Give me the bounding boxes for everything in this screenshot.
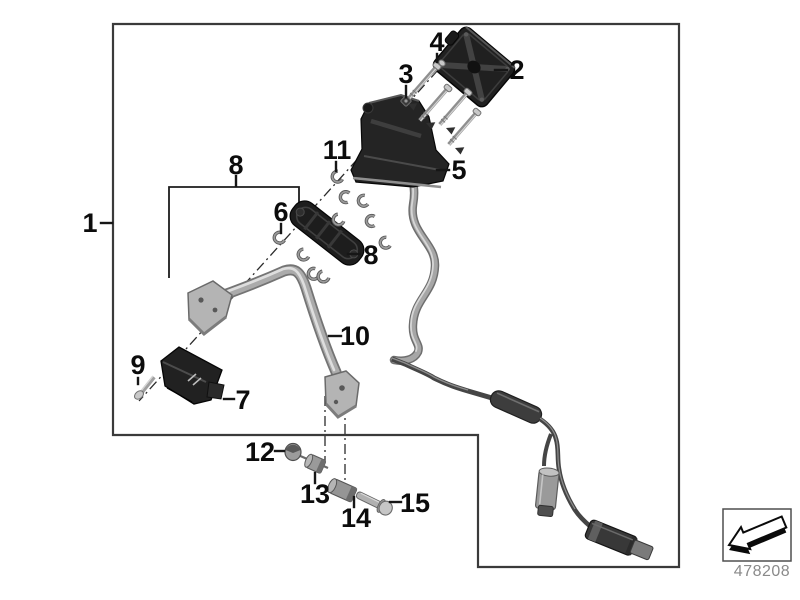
part-8-mounting-plate <box>289 200 365 266</box>
diagram-thumbnail <box>722 508 792 562</box>
callout-7[interactable]: 7 <box>235 385 250 415</box>
part-3-washer <box>400 95 412 107</box>
part-13-spacer <box>304 453 327 474</box>
callout-leaders <box>99 52 509 509</box>
callout-14[interactable]: 14 <box>341 503 371 533</box>
callout-8-plate[interactable]: 8 <box>363 240 378 270</box>
callout-15[interactable]: 15 <box>400 488 430 518</box>
callout-1[interactable]: 1 <box>82 208 97 238</box>
part-15-bolt <box>355 491 393 516</box>
part-10-tube-bar <box>187 264 360 419</box>
callout-6[interactable]: 6 <box>273 197 288 227</box>
callout-8-group-bracket <box>168 186 300 278</box>
callout-3[interactable]: 3 <box>398 59 413 89</box>
part-code: 478208 <box>734 563 790 580</box>
part-7-control-module <box>160 346 225 405</box>
callout-9[interactable]: 9 <box>130 350 145 380</box>
callout-4[interactable]: 4 <box>429 27 444 57</box>
callout-2[interactable]: 2 <box>509 55 524 85</box>
callout-8-group[interactable]: 8 <box>228 150 243 180</box>
callout-5[interactable]: 5 <box>451 155 466 185</box>
part-2-adapter-plate <box>432 26 516 108</box>
part-14-sleeve <box>327 478 358 503</box>
part-6-clip <box>270 229 287 247</box>
guide-tube <box>389 155 440 365</box>
callout-12[interactable]: 12 <box>245 437 275 467</box>
cable-connector-down <box>534 467 560 518</box>
cable-connector-elbow <box>584 519 654 561</box>
part-5-bracket <box>350 93 450 189</box>
part-9-screw <box>134 375 156 400</box>
diagram-frame <box>111 22 681 569</box>
callout-10[interactable]: 10 <box>340 321 370 351</box>
callout-13[interactable]: 13 <box>300 479 330 509</box>
cable-harness <box>391 356 654 561</box>
direction-arrow-icon <box>727 515 788 555</box>
callout-11[interactable]: 11 <box>323 135 352 165</box>
